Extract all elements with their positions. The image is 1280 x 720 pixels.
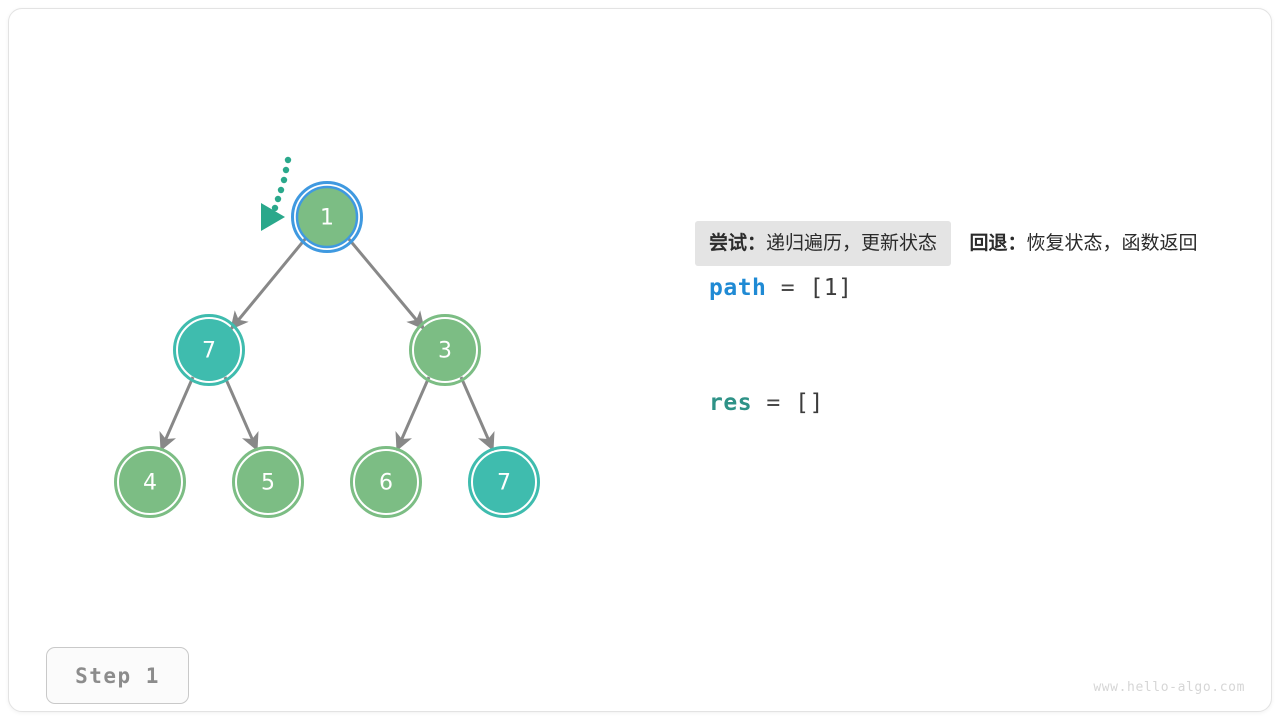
edge-n3-n6 <box>395 376 431 452</box>
step-badge-label: Step 1 <box>75 663 160 688</box>
site-watermark: www.hello-algo.com <box>1093 680 1245 695</box>
node-circle <box>295 185 359 249</box>
pointer-dot <box>277 186 285 194</box>
pointer-dot <box>282 166 290 174</box>
node-circle <box>355 451 417 513</box>
recursion-pointer <box>261 156 292 231</box>
edge-n7l-n4 <box>159 376 195 452</box>
node-circle <box>414 319 476 381</box>
node-value: 4 <box>143 471 157 496</box>
slide-card: 1 7 3 4 5 <box>8 8 1272 712</box>
tree-node-1[interactable]: 1 <box>291 181 363 253</box>
edge-n7l-n5 <box>223 376 259 452</box>
operation-backtrack-key: 回退： <box>969 232 1027 254</box>
operation-backtrack-value: 恢复状态，函数返回 <box>1026 232 1198 254</box>
edge-n3-n7r <box>459 376 495 452</box>
pointer-dot <box>284 156 292 164</box>
variable-res-value: [] <box>795 390 824 416</box>
pointer-dot <box>280 176 288 184</box>
node-highlight-ring <box>232 446 304 518</box>
node-value: 5 <box>261 471 275 496</box>
node-value: 6 <box>379 471 393 496</box>
pointer-dot <box>274 195 282 203</box>
tree-node-7-right[interactable]: 7 <box>468 446 540 518</box>
node-highlight-ring <box>350 446 422 518</box>
tree-node-3[interactable]: 3 <box>409 314 481 386</box>
edge-n1-n3 <box>346 237 426 330</box>
tree-node-7-left[interactable]: 7 <box>173 314 245 386</box>
node-value: 7 <box>497 471 511 496</box>
state-info-panel: 尝试：递归遍历，更新状态 回退：恢复状态，函数返回 path = [1] res… <box>695 221 1215 416</box>
edge-n1-n7l <box>229 237 308 330</box>
binary-tree-diagram: 1 7 3 4 5 <box>114 156 540 518</box>
node-circle <box>473 451 535 513</box>
node-value: 7 <box>202 339 216 364</box>
node-circle <box>119 451 181 513</box>
operation-try-value: 递归遍历，更新状态 <box>766 232 938 254</box>
operation-try: 尝试：递归遍历，更新状态 <box>695 221 952 266</box>
node-highlight-ring <box>173 314 245 386</box>
variable-path-row: path = [1] <box>695 275 1215 301</box>
variable-res-name: res <box>709 390 753 416</box>
pointer-dot <box>271 204 279 212</box>
node-highlight-ring <box>291 181 363 253</box>
node-highlight-ring <box>114 446 186 518</box>
tree-node-4[interactable]: 4 <box>114 446 186 518</box>
operation-backtrack: 回退：恢复状态，函数返回 <box>955 221 1211 266</box>
node-highlight-ring <box>409 314 481 386</box>
step-badge: Step 1 <box>46 647 189 704</box>
variable-path-name: path <box>709 275 767 301</box>
operation-try-key: 尝试： <box>709 232 767 254</box>
node-value: 3 <box>438 339 452 364</box>
variable-res-row: res = [] <box>695 390 1215 416</box>
node-circle <box>178 319 240 381</box>
tree-node-6[interactable]: 6 <box>350 446 422 518</box>
pointer-arrowhead <box>261 203 285 231</box>
node-value: 1 <box>320 206 334 231</box>
node-circle <box>237 451 299 513</box>
variable-path-equals: = <box>766 275 810 301</box>
variable-res-equals: = <box>752 390 796 416</box>
tree-edges <box>159 237 495 452</box>
node-highlight-ring <box>468 446 540 518</box>
tree-node-5[interactable]: 5 <box>232 446 304 518</box>
variable-path-value: [1] <box>809 275 853 301</box>
